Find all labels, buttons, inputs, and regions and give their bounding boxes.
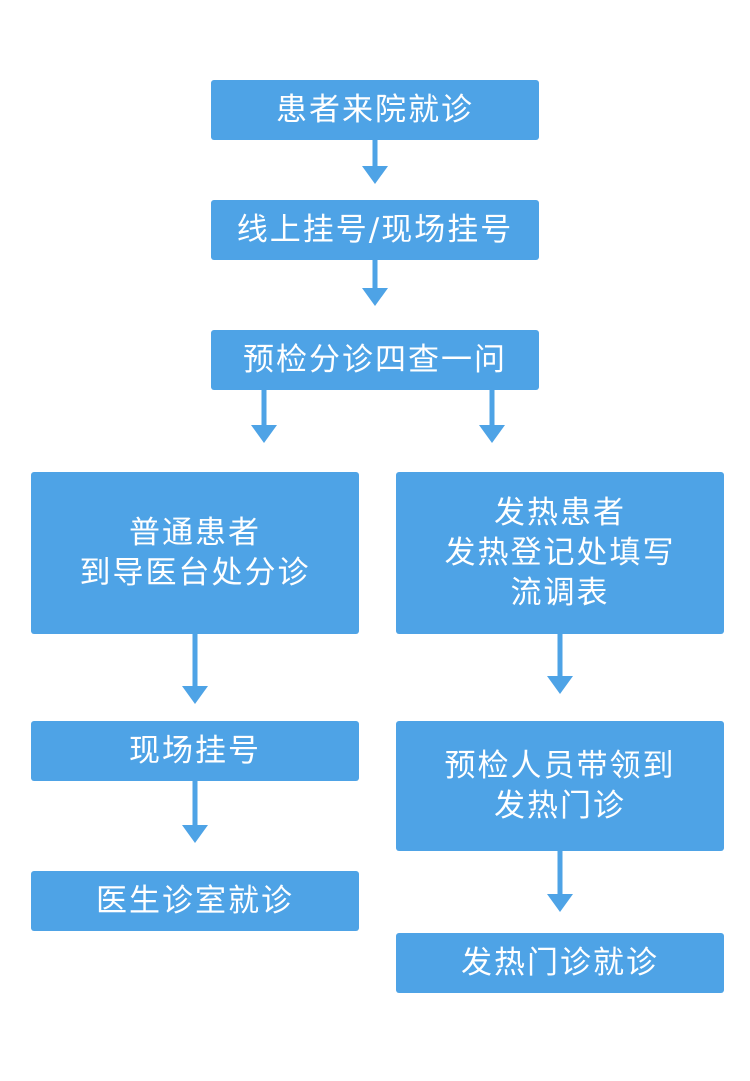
- arrow-left-1-to-2: [182, 634, 208, 704]
- step-triage: 预检分诊四查一问: [211, 330, 539, 390]
- step-patient-arrival-label: 患者来院就诊: [276, 91, 474, 128]
- right-fever-patient-line3: 流调表: [510, 575, 610, 612]
- left-onsite-registration: 现场挂号: [31, 721, 359, 781]
- right-fever-clinic-visit: 发热门诊就诊: [396, 933, 724, 993]
- right-fever-patient: 发热患者 发热登记处填写 流调表: [396, 472, 724, 634]
- step-registration: 线上挂号/现场挂号: [211, 200, 539, 260]
- right-escort-to-fever-clinic: 预检人员带领到 发热门诊: [396, 721, 724, 851]
- arrow-step2-to-step3: [362, 260, 388, 306]
- arrow-step3-to-right: [479, 390, 505, 443]
- step-registration-label: 线上挂号/现场挂号: [236, 211, 514, 248]
- right-fever-patient-line1: 发热患者: [494, 494, 626, 531]
- left-onsite-registration-label: 现场挂号: [129, 732, 261, 769]
- left-doctor-room-label: 医生诊室就诊: [96, 882, 294, 919]
- arrow-step1-to-step2: [362, 140, 388, 184]
- left-normal-patient: 普通患者 到导医台处分诊: [31, 472, 359, 634]
- step-triage-label: 预检分诊四查一问: [243, 341, 507, 378]
- right-escort-line1: 预检人员带领到: [444, 747, 676, 784]
- left-doctor-room: 医生诊室就诊: [31, 871, 359, 931]
- step-patient-arrival: 患者来院就诊: [211, 80, 539, 140]
- right-escort-line2: 发热门诊: [494, 788, 626, 824]
- right-fever-clinic-visit-label: 发热门诊就诊: [461, 944, 659, 981]
- left-normal-patient-line1: 普通患者: [129, 514, 261, 551]
- left-normal-patient-line2: 到导医台处分诊: [79, 555, 311, 591]
- arrow-step3-to-left: [251, 390, 277, 443]
- right-fever-patient-line2: 发热登记处填写: [444, 534, 676, 571]
- arrow-left-2-to-3: [182, 781, 208, 843]
- arrow-right-1-to-2: [547, 634, 573, 694]
- arrow-right-2-to-3: [547, 851, 573, 912]
